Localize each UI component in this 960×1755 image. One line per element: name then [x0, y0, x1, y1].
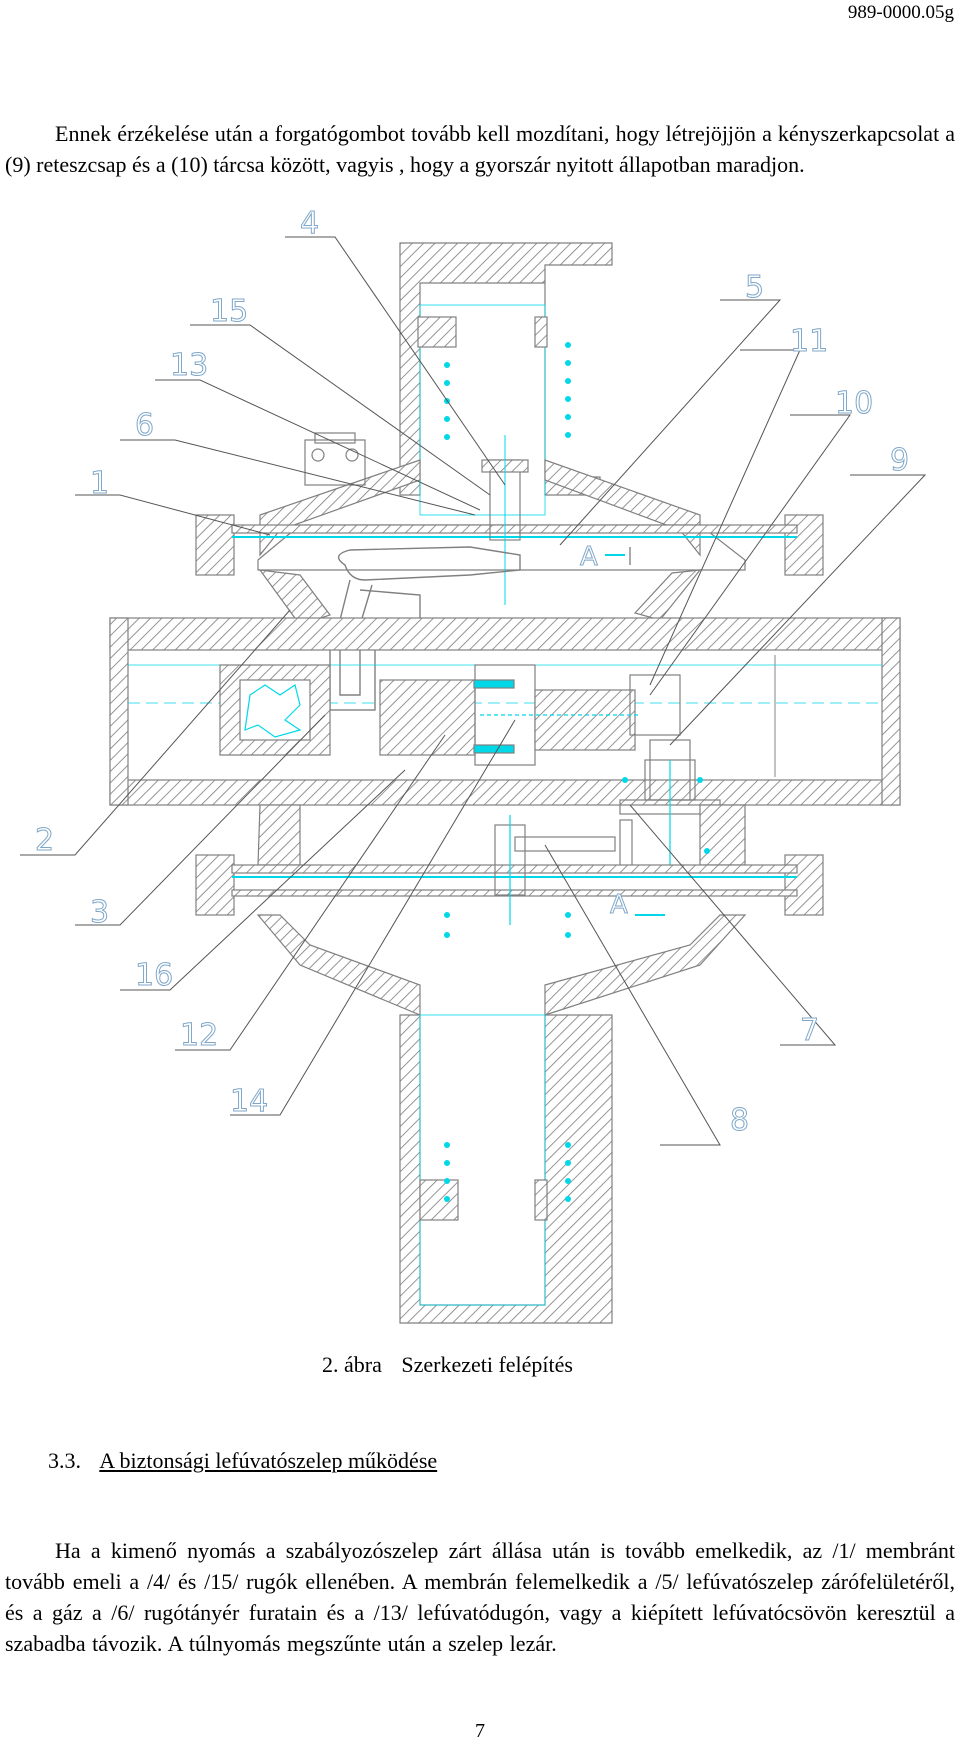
technical-drawing: A A 1 2 3 4 5 6 7 8 9 10 11 — [20, 206, 927, 1324]
callout-16: 16 — [135, 958, 173, 993]
internal-mechanism — [219, 664, 691, 801]
callout-12: 12 — [180, 1018, 218, 1053]
center-valve-stem — [481, 435, 529, 605]
callout-9: 9 — [890, 443, 909, 478]
callout-10: 10 — [835, 386, 873, 421]
bottom-spring-dots — [444, 777, 710, 1202]
callout-15: 15 — [210, 294, 248, 329]
callout-6: 6 — [135, 408, 154, 443]
svg-text:A: A — [580, 542, 598, 572]
figure-title: Szerkezeti felépítés — [401, 1352, 573, 1377]
svg-text:A: A — [610, 890, 628, 920]
callout-3: 3 — [90, 895, 109, 930]
section-marker-lower: A — [610, 890, 665, 921]
vent-cap — [304, 432, 366, 486]
figure-caption: 2. ábra Szerkezeti felépítés — [322, 1352, 573, 1378]
upper-diaphragm-housing — [195, 459, 824, 626]
callout-4: 4 — [300, 206, 319, 241]
callout-1: 1 — [90, 466, 109, 501]
body-paragraph: Ha a kimenő nyomás a szabályozószelep zá… — [5, 1538, 955, 1656]
callout-2: 2 — [35, 823, 54, 858]
callout-13: 13 — [170, 348, 208, 383]
callout-5: 5 — [745, 270, 764, 305]
section-number: 3.3. — [48, 1448, 81, 1473]
bottom-spring-housing — [399, 1014, 613, 1324]
callout-14: 14 — [230, 1084, 268, 1119]
document-code: 989-0000.05g — [847, 2, 954, 23]
section-marker-upper: A — [580, 542, 631, 573]
top-spring-dots — [444, 342, 571, 440]
callout-11: 11 — [790, 324, 828, 359]
callout-labels: 1 2 3 4 5 6 7 8 9 10 11 12 13 14 15 16 — [35, 206, 910, 1139]
intro-paragraph: Ennek érzékelése után a forgatógombot to… — [5, 121, 955, 177]
main-valve-body — [109, 617, 901, 806]
lower-diaphragm-housing — [195, 804, 824, 1016]
callout-8: 8 — [730, 1103, 749, 1138]
section-heading: 3.3. A biztonsági lefúvatószelep működés… — [48, 1448, 437, 1474]
leader-lines — [20, 236, 927, 1146]
callout-7: 7 — [800, 1013, 819, 1048]
page-number: 7 — [475, 1720, 485, 1742]
section-title: A biztonsági lefúvatószelep működése — [99, 1448, 438, 1473]
figure-number: 2. ábra — [322, 1352, 382, 1377]
